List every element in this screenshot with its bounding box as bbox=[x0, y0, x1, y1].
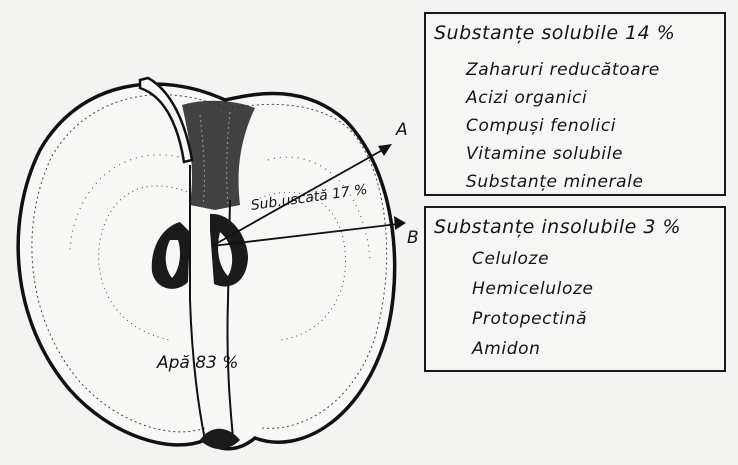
list-item: Compuși fenolici bbox=[466, 112, 660, 140]
list-item: Amidon bbox=[472, 334, 594, 364]
soluble-list: Zaharuri reducătoare Acizi organici Comp… bbox=[466, 56, 660, 196]
arrow-b-label: B bbox=[407, 228, 419, 248]
insoluble-substances-box: Substanțe insolubile 3 % Celuloze Hemice… bbox=[424, 206, 726, 372]
list-item: Zaharuri reducătoare bbox=[466, 56, 660, 84]
soluble-substances-box: Substanțe solubile 14 % Zaharuri reducăt… bbox=[424, 12, 726, 196]
list-item: Hemiceluloze bbox=[472, 274, 594, 304]
arrow-a-label: A bbox=[396, 120, 408, 140]
water-label: Apă 83 % bbox=[157, 353, 238, 373]
insoluble-title: Substanțe insolubile 3 % bbox=[434, 216, 681, 238]
soluble-title: Substanțe solubile 14 % bbox=[434, 22, 675, 44]
list-item: Vitamine solubile bbox=[466, 140, 660, 168]
list-item: Celuloze bbox=[472, 244, 594, 274]
list-item: Acizi organici bbox=[466, 84, 660, 112]
list-item: Protopectină bbox=[472, 304, 594, 334]
list-item: Substanțe minerale bbox=[466, 168, 660, 196]
insoluble-list: Celuloze Hemiceluloze Protopectină Amido… bbox=[472, 244, 594, 364]
